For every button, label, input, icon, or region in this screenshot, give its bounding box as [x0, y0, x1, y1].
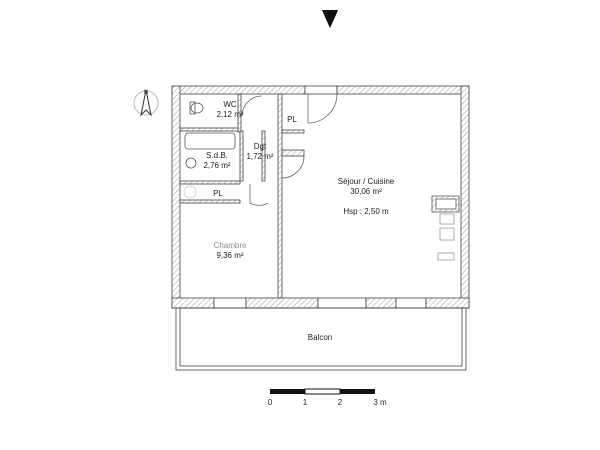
- room-labels: WC 2,12 m² S.d.B. 2,76 m² Dgt 1,72 m² PL…: [203, 100, 394, 342]
- room-dgt-name: Dgt: [254, 142, 267, 151]
- room-dgt-area: 1,72 m²: [246, 152, 273, 161]
- scale-tick-2: 2: [338, 398, 343, 407]
- outlet-icon: [437, 252, 455, 261]
- bathtub-icon: [184, 132, 236, 150]
- room-sdb-name: S.d.B.: [206, 151, 228, 160]
- orientation-arrow-icon: [322, 10, 338, 28]
- scale-tick-0: 0: [268, 398, 273, 407]
- room-wc-area: 2,12 m²: [216, 110, 243, 119]
- sink-icon: [185, 157, 197, 169]
- cooktop-icon: [439, 213, 455, 225]
- room-chambre-area: 9,36 m²: [216, 251, 243, 260]
- scale-bar: 0 1 2 3 m: [268, 388, 387, 407]
- interior-walls: [179, 93, 305, 299]
- room-sejour-name: Séjour / Cuisine: [338, 177, 395, 186]
- fixtures: [175, 93, 467, 371]
- kitchen-sink-icon: [439, 227, 455, 241]
- svg-text:N: N: [144, 90, 148, 96]
- room-sejour-height: Hsp : 2,50 m: [343, 207, 389, 216]
- room-pl2-name: PL: [213, 189, 223, 198]
- room-sdb-area: 2,76 m²: [203, 161, 230, 170]
- room-chambre-name: Chambre: [214, 241, 247, 250]
- north-compass-icon: N: [133, 89, 159, 117]
- room-sejour-area: 30,06 m²: [350, 187, 382, 196]
- room-wc-name: WC: [223, 100, 237, 109]
- room-pl1-name: PL: [287, 115, 297, 124]
- water-heater-icon: [183, 185, 197, 199]
- scale-tick-1: 1: [303, 398, 308, 407]
- room-balcon-name: Balcon: [308, 333, 332, 342]
- toilet-icon: [190, 102, 204, 114]
- scale-tick-3: 3 m: [373, 398, 387, 407]
